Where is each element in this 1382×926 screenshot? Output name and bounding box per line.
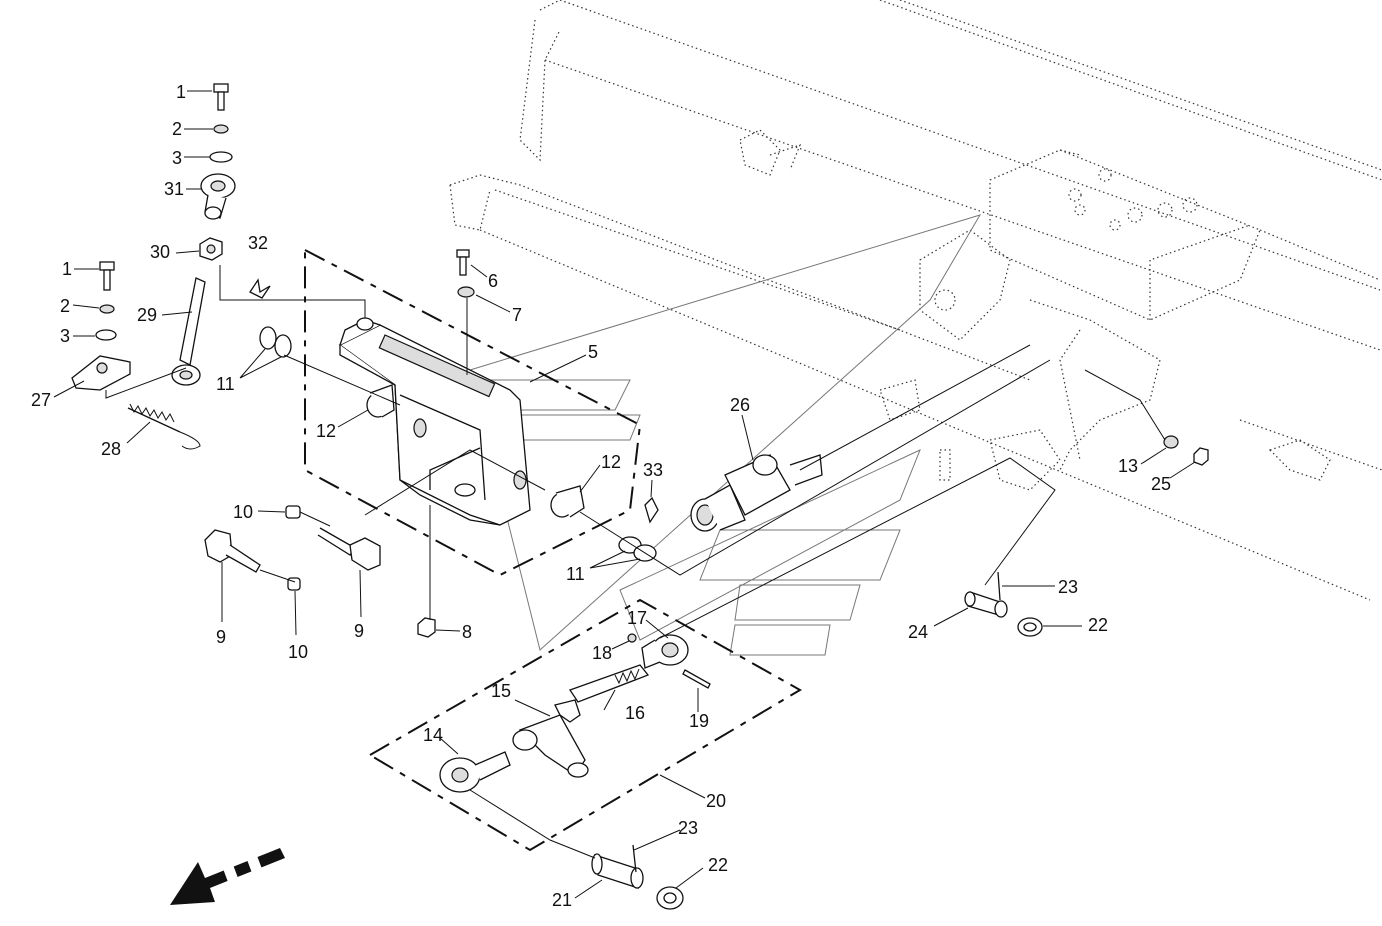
bushing-12-right — [550, 485, 585, 518]
washer-3-left — [95, 329, 117, 341]
callout-13: 13 — [1118, 456, 1138, 476]
machine-frame — [449, 0, 1382, 601]
callout-23-bottom: 23 — [678, 818, 698, 838]
callout-28: 28 — [101, 439, 121, 459]
bracket-5 — [338, 317, 531, 526]
washer-22-bottom — [656, 886, 684, 910]
callout-26: 26 — [730, 395, 750, 415]
callout-12-left: 12 — [316, 421, 336, 441]
bushing-12-left — [366, 384, 395, 418]
cotter-pin-23-bottom — [632, 844, 637, 873]
nut-30 — [199, 237, 223, 261]
callout-leaders — [53, 90, 1196, 899]
nut-8 — [417, 617, 436, 638]
callout-22-right: 22 — [1088, 615, 1108, 635]
nut-25 — [1193, 447, 1209, 466]
bolt-6 — [456, 249, 470, 276]
callout-11-right: 11 — [566, 564, 585, 584]
callout-32: 32 — [248, 233, 268, 253]
direction-arrow-icon — [170, 848, 285, 905]
callout-30: 30 — [150, 242, 170, 262]
rod-29 — [171, 277, 206, 386]
washer-22-right — [1017, 617, 1043, 637]
link-assembly-box — [368, 598, 802, 852]
callout-25: 25 — [1151, 474, 1171, 494]
callout-8: 8 — [462, 622, 472, 642]
callout-19: 19 — [689, 711, 709, 731]
callout-22-bottom: 22 — [708, 855, 728, 875]
plate-27 — [71, 355, 131, 391]
pin-21 — [591, 853, 644, 889]
washer-2-top — [213, 124, 229, 134]
callout-33: 33 — [643, 460, 663, 480]
clip-32 — [249, 278, 271, 299]
callout-2-left: 2 — [60, 296, 70, 316]
universal-joint-26 — [690, 454, 823, 532]
callout-11-left: 11 — [216, 374, 235, 394]
callout-5: 5 — [588, 342, 598, 362]
fitting-10-top — [285, 505, 301, 519]
bracket-assembly-box — [304, 248, 642, 577]
callout-31: 31 — [164, 179, 184, 199]
callout-2: 2 — [172, 119, 182, 139]
pin-9-right — [317, 527, 381, 571]
watermark-outline — [469, 214, 982, 656]
callout-10-top: 10 — [233, 502, 253, 522]
callout-17: 17 — [627, 608, 647, 628]
callout-15: 15 — [491, 681, 511, 701]
callout-18: 18 — [592, 643, 612, 663]
callout-20: 20 — [706, 791, 726, 811]
pin-9-left — [204, 529, 261, 573]
bolt-19 — [682, 669, 711, 689]
grease-nipple-18 — [627, 633, 637, 643]
callout-12-right: 12 — [601, 452, 621, 472]
cotter-pin-23-right — [997, 571, 1001, 601]
washer-3-top — [209, 151, 233, 163]
callout-1: 1 — [176, 82, 186, 102]
washer-13 — [1163, 435, 1179, 449]
callout-1-left: 1 — [62, 259, 72, 279]
threaded-rod-16 — [568, 664, 650, 703]
clip-33 — [644, 496, 659, 524]
callout-16: 16 — [625, 703, 645, 723]
callout-3: 3 — [172, 148, 182, 168]
bolt-1-top — [213, 83, 229, 111]
callout-24: 24 — [908, 622, 928, 642]
callout-9-right: 9 — [354, 621, 364, 641]
rod-end-31 — [200, 173, 236, 220]
callout-3-left: 3 — [60, 326, 70, 346]
callout-7: 7 — [512, 305, 522, 325]
callout-27: 27 — [31, 390, 51, 410]
bracket-15 — [554, 699, 581, 723]
washer-2-left — [99, 304, 115, 314]
callout-21: 21 — [552, 890, 572, 910]
callout-29: 29 — [137, 305, 157, 325]
bolt-1-left — [99, 261, 115, 291]
spring-28 — [127, 403, 201, 450]
tensioner-body — [512, 714, 589, 778]
callout-14: 14 — [423, 725, 443, 745]
connector-lines — [105, 265, 1166, 859]
rod-end-17 — [641, 634, 689, 669]
o-rings-11-left — [259, 326, 292, 358]
callout-labels: 1 2 3 31 30 32 1 2 3 29 27 28 11 12 6 7 … — [31, 82, 1171, 910]
rod-end-14 — [439, 751, 511, 793]
callout-6: 6 — [488, 271, 498, 291]
callout-10-bottom: 10 — [288, 642, 308, 662]
callout-23-right: 23 — [1058, 577, 1078, 597]
callout-9-left: 9 — [216, 627, 226, 647]
pin-24 — [964, 591, 1008, 618]
washer-7 — [457, 286, 475, 298]
